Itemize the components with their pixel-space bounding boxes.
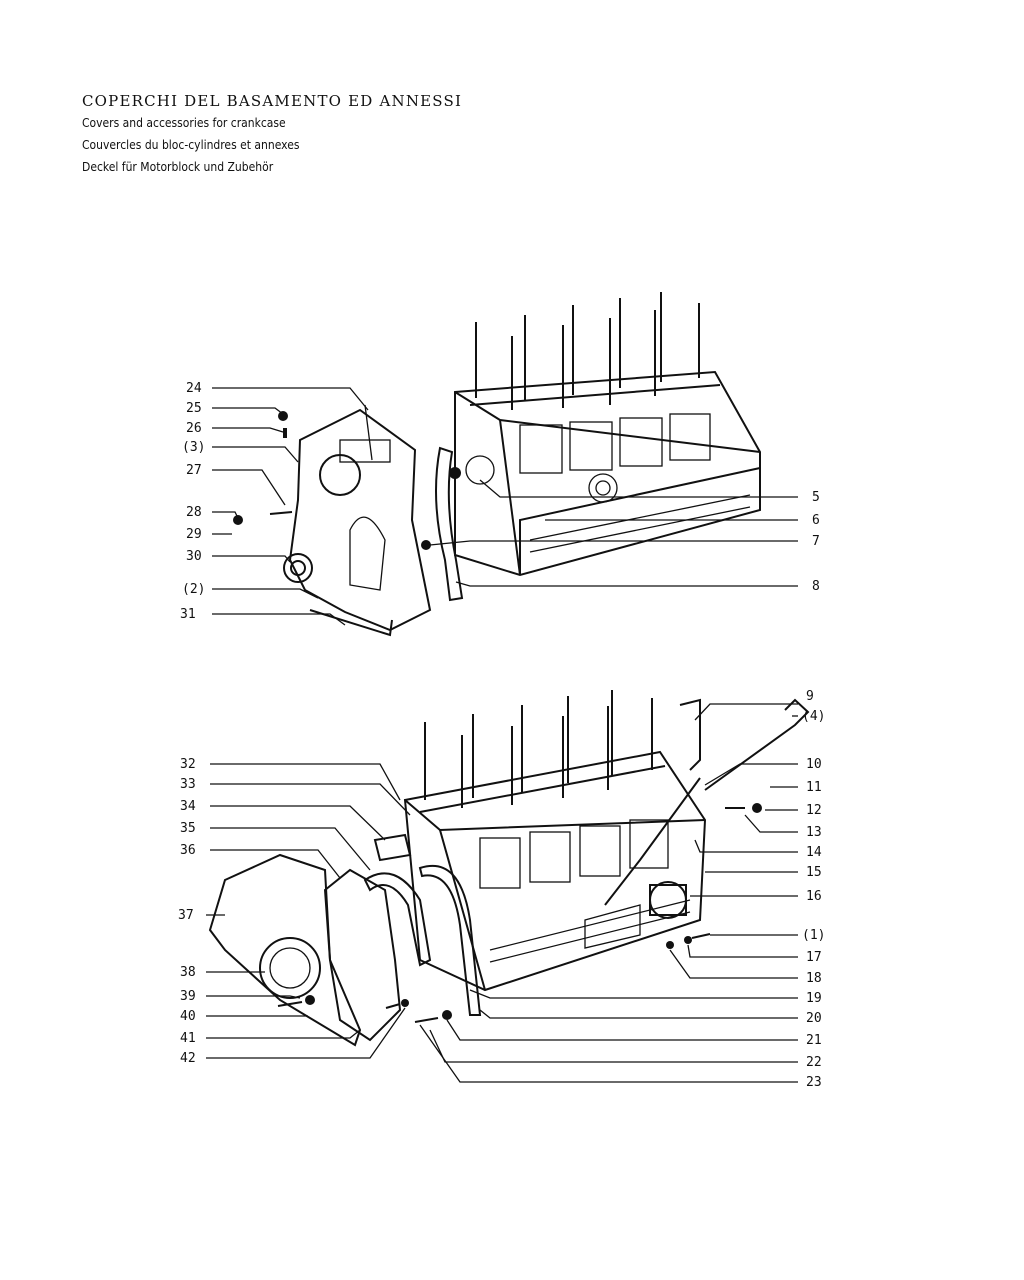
callout-14: 14 <box>806 845 822 860</box>
callout-15: 15 <box>806 865 822 880</box>
callout-39: 39 <box>180 989 196 1004</box>
callout-28: 28 <box>186 505 202 520</box>
callout-42: 42 <box>180 1051 196 1066</box>
callout-22: 22 <box>806 1055 822 1070</box>
upper-engine-block-drawing <box>233 292 761 637</box>
callout-34: 34 <box>180 799 196 814</box>
callout-18: 18 <box>806 971 822 986</box>
callout-8: 8 <box>812 579 820 594</box>
callout-17: 17 <box>806 950 822 965</box>
lower-engine-block-drawing <box>208 690 810 1047</box>
callout-24: 24 <box>186 381 202 396</box>
page-title: COPERCHI DEL BASAMENTO ED ANNESSI <box>82 92 463 110</box>
callout-2: (2) <box>182 582 205 597</box>
callout-36: 36 <box>180 843 196 858</box>
callout-37: 37 <box>178 908 194 923</box>
callout-20: 20 <box>806 1011 822 1026</box>
callout-40: 40 <box>180 1009 196 1024</box>
callout-35: 35 <box>180 821 196 836</box>
leader-lines <box>206 387 798 1083</box>
callout-6: 6 <box>812 513 820 528</box>
callout-29: 29 <box>186 527 202 542</box>
callout-30: 30 <box>186 549 202 564</box>
callout-16: 16 <box>806 889 822 904</box>
callout-12: 12 <box>806 803 822 818</box>
callout-25: 25 <box>186 401 202 416</box>
subtitle-french: Couvercles du bloc-cylindres et annexes <box>82 138 300 152</box>
callout-7: 7 <box>812 534 820 549</box>
callout-10: 10 <box>806 757 822 772</box>
callout-33: 33 <box>180 777 196 792</box>
callout-13: 13 <box>806 825 822 840</box>
callout-9: 9 <box>806 689 814 704</box>
callout-38: 38 <box>180 965 196 980</box>
callout-32: 32 <box>180 757 196 772</box>
callout-23: 23 <box>806 1075 822 1090</box>
subtitle-german: Deckel für Motorblock und Zubehör <box>82 160 274 174</box>
callout-labels: 24 25 26 (3) 27 28 29 30 (2) 31 5 6 7 8 … <box>178 381 825 1090</box>
callout-27: 27 <box>186 463 202 478</box>
subtitle-english: Covers and accessories for crankcase <box>82 116 286 130</box>
callout-11: 11 <box>806 780 822 795</box>
callout-21: 21 <box>806 1033 822 1048</box>
callout-19: 19 <box>806 991 822 1006</box>
callout-5: 5 <box>812 490 820 505</box>
callout-26: 26 <box>186 421 202 436</box>
callout-4: (4) <box>802 709 825 724</box>
callout-41: 41 <box>180 1031 196 1046</box>
callout-1: (1) <box>802 928 825 943</box>
callout-3: (3) <box>182 440 205 455</box>
callout-31: 31 <box>180 607 196 622</box>
